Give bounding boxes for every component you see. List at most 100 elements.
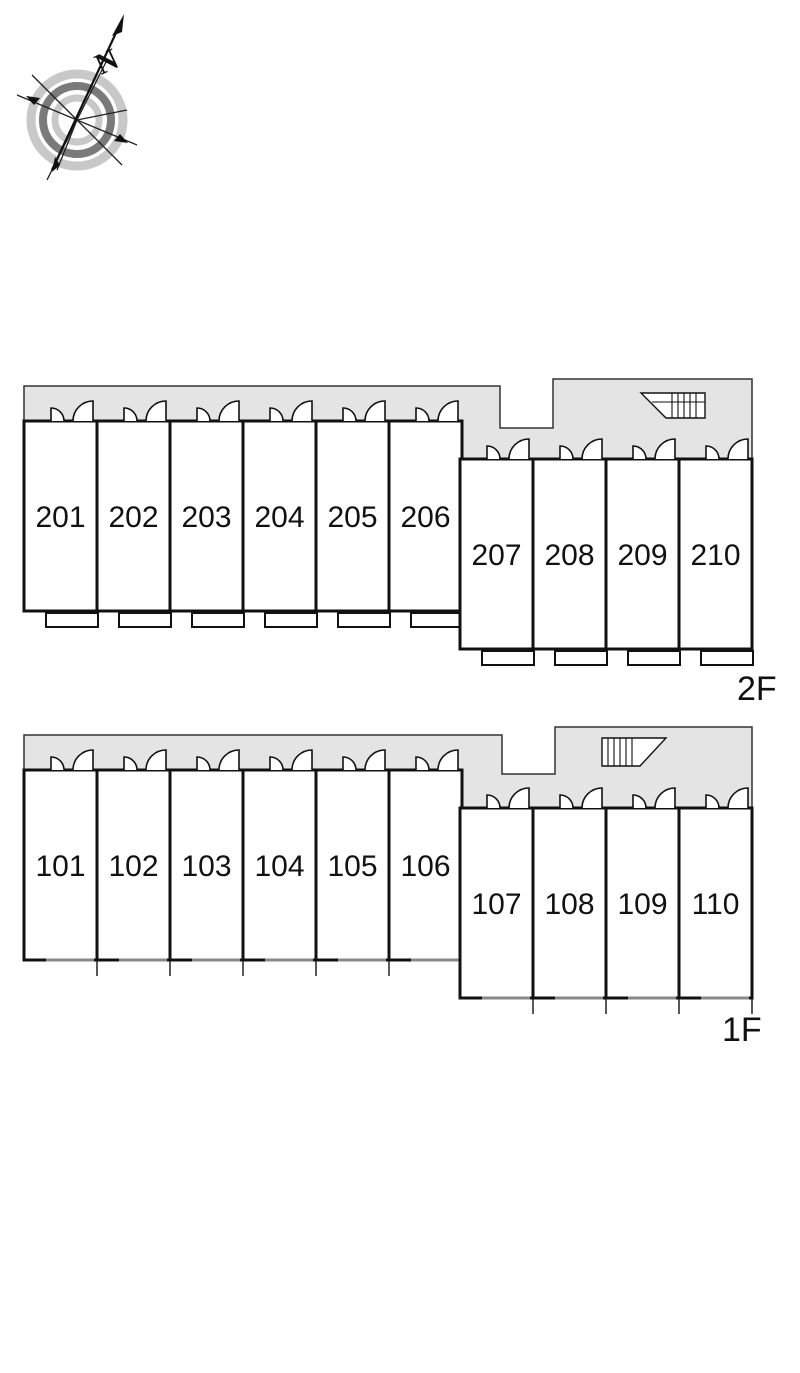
door-icon [50, 400, 94, 422]
compass-middle-ring [39, 82, 115, 158]
unit-number-204: 204 [254, 501, 304, 534]
unit-206: 206 [387, 400, 464, 628]
unit-number-102: 102 [108, 850, 158, 883]
compass-ray [76, 109, 128, 121]
door-icon [705, 438, 749, 460]
unit-room [95, 419, 172, 613]
unit-number-209: 209 [617, 539, 667, 572]
compass-outer-ring [26, 69, 128, 171]
compass-inner-ring [51, 94, 103, 146]
door-icon [123, 400, 167, 422]
unit-number-109: 109 [617, 888, 667, 921]
south-arrow-icon [52, 157, 60, 172]
compass-ray [76, 119, 138, 146]
door-icon [415, 749, 459, 771]
door-icon [196, 749, 240, 771]
west-arrow-icon [26, 96, 40, 105]
door-icon [342, 400, 386, 422]
unit-number-206: 206 [400, 501, 450, 534]
unit-room [241, 768, 318, 962]
unit-202: 202 [95, 400, 172, 628]
unit-number-202: 202 [108, 501, 158, 534]
floor-label-2f: 2F [737, 670, 777, 708]
door-icon [559, 438, 603, 460]
unit-room [677, 457, 754, 651]
unit-104: 104 [241, 749, 318, 976]
balcony [191, 612, 245, 628]
door-icon [123, 749, 167, 771]
unit-209: 209 [604, 438, 681, 666]
stairs-icon [601, 737, 668, 767]
unit-207: 207 [458, 438, 535, 666]
unit-room [531, 806, 608, 1000]
unit-number-106: 106 [400, 850, 450, 883]
unit-number-107: 107 [471, 888, 521, 921]
unit-201: 201 [22, 400, 99, 628]
unit-number-203: 203 [181, 501, 231, 534]
unit-102: 102 [95, 749, 172, 976]
unit-106: 106 [387, 749, 464, 976]
balcony [700, 650, 754, 666]
door-icon [269, 400, 313, 422]
unit-105: 105 [314, 749, 391, 976]
door-icon [486, 438, 530, 460]
door-icon [632, 787, 676, 809]
unit-number-105: 105 [327, 850, 377, 883]
door-icon [342, 749, 386, 771]
unit-208: 208 [531, 438, 608, 666]
unit-number-108: 108 [544, 888, 594, 921]
unit-109: 109 [604, 787, 681, 1014]
north-arrow-icon [112, 14, 124, 36]
unit-204: 204 [241, 400, 318, 628]
balcony [264, 612, 318, 628]
unit-number-110: 110 [692, 888, 740, 921]
floor-2f-plan: 201 202 203 204 205 206 207 208 209 210 [22, 378, 754, 666]
unit-room [604, 457, 681, 651]
unit-room [22, 419, 99, 613]
door-icon [632, 438, 676, 460]
unit-number-207: 207 [471, 539, 521, 572]
compass-ray [76, 119, 123, 166]
unit-205: 205 [314, 400, 391, 628]
unit-number-201: 201 [35, 501, 85, 534]
unit-210: 210 [677, 438, 754, 666]
unit-room [168, 419, 245, 613]
compass-ray [56, 119, 78, 171]
compass-ray [31, 74, 78, 121]
unit-room [458, 457, 535, 651]
unit-108: 108 [531, 787, 608, 1014]
door-icon [559, 787, 603, 809]
balcony [554, 650, 608, 666]
compass-north-axis [51, 19, 123, 171]
unit-103: 103 [168, 749, 245, 976]
balcony [118, 612, 172, 628]
floor-1f-plan: 101 102 103 104 105 106 107 108 109 110 [22, 726, 754, 1014]
unit-number-208: 208 [544, 539, 594, 572]
compass-ray [16, 94, 78, 121]
door-icon [486, 787, 530, 809]
unit-number-205: 205 [327, 501, 377, 534]
east-arrow-icon [114, 134, 128, 143]
stairs-icon [639, 392, 706, 419]
balcony [410, 612, 464, 628]
unit-101: 101 [22, 749, 99, 976]
door-icon [705, 787, 749, 809]
balcony [481, 650, 535, 666]
compass-rose-icon: N [16, 14, 138, 181]
balcony [45, 612, 99, 628]
compass-ray [76, 59, 108, 121]
door-icon [50, 749, 94, 771]
balcony [337, 612, 391, 628]
unit-203: 203 [168, 400, 245, 628]
unit-number-104: 104 [254, 850, 304, 883]
unit-number-103: 103 [181, 850, 231, 883]
unit-107: 107 [458, 787, 535, 1014]
unit-number-101: 101 [35, 850, 85, 883]
unit-number-210: 210 [690, 539, 740, 572]
unit-110: 110 [677, 787, 754, 1014]
unit-room [677, 806, 754, 1000]
door-icon [269, 749, 313, 771]
balcony [627, 650, 681, 666]
door-icon [415, 400, 459, 422]
